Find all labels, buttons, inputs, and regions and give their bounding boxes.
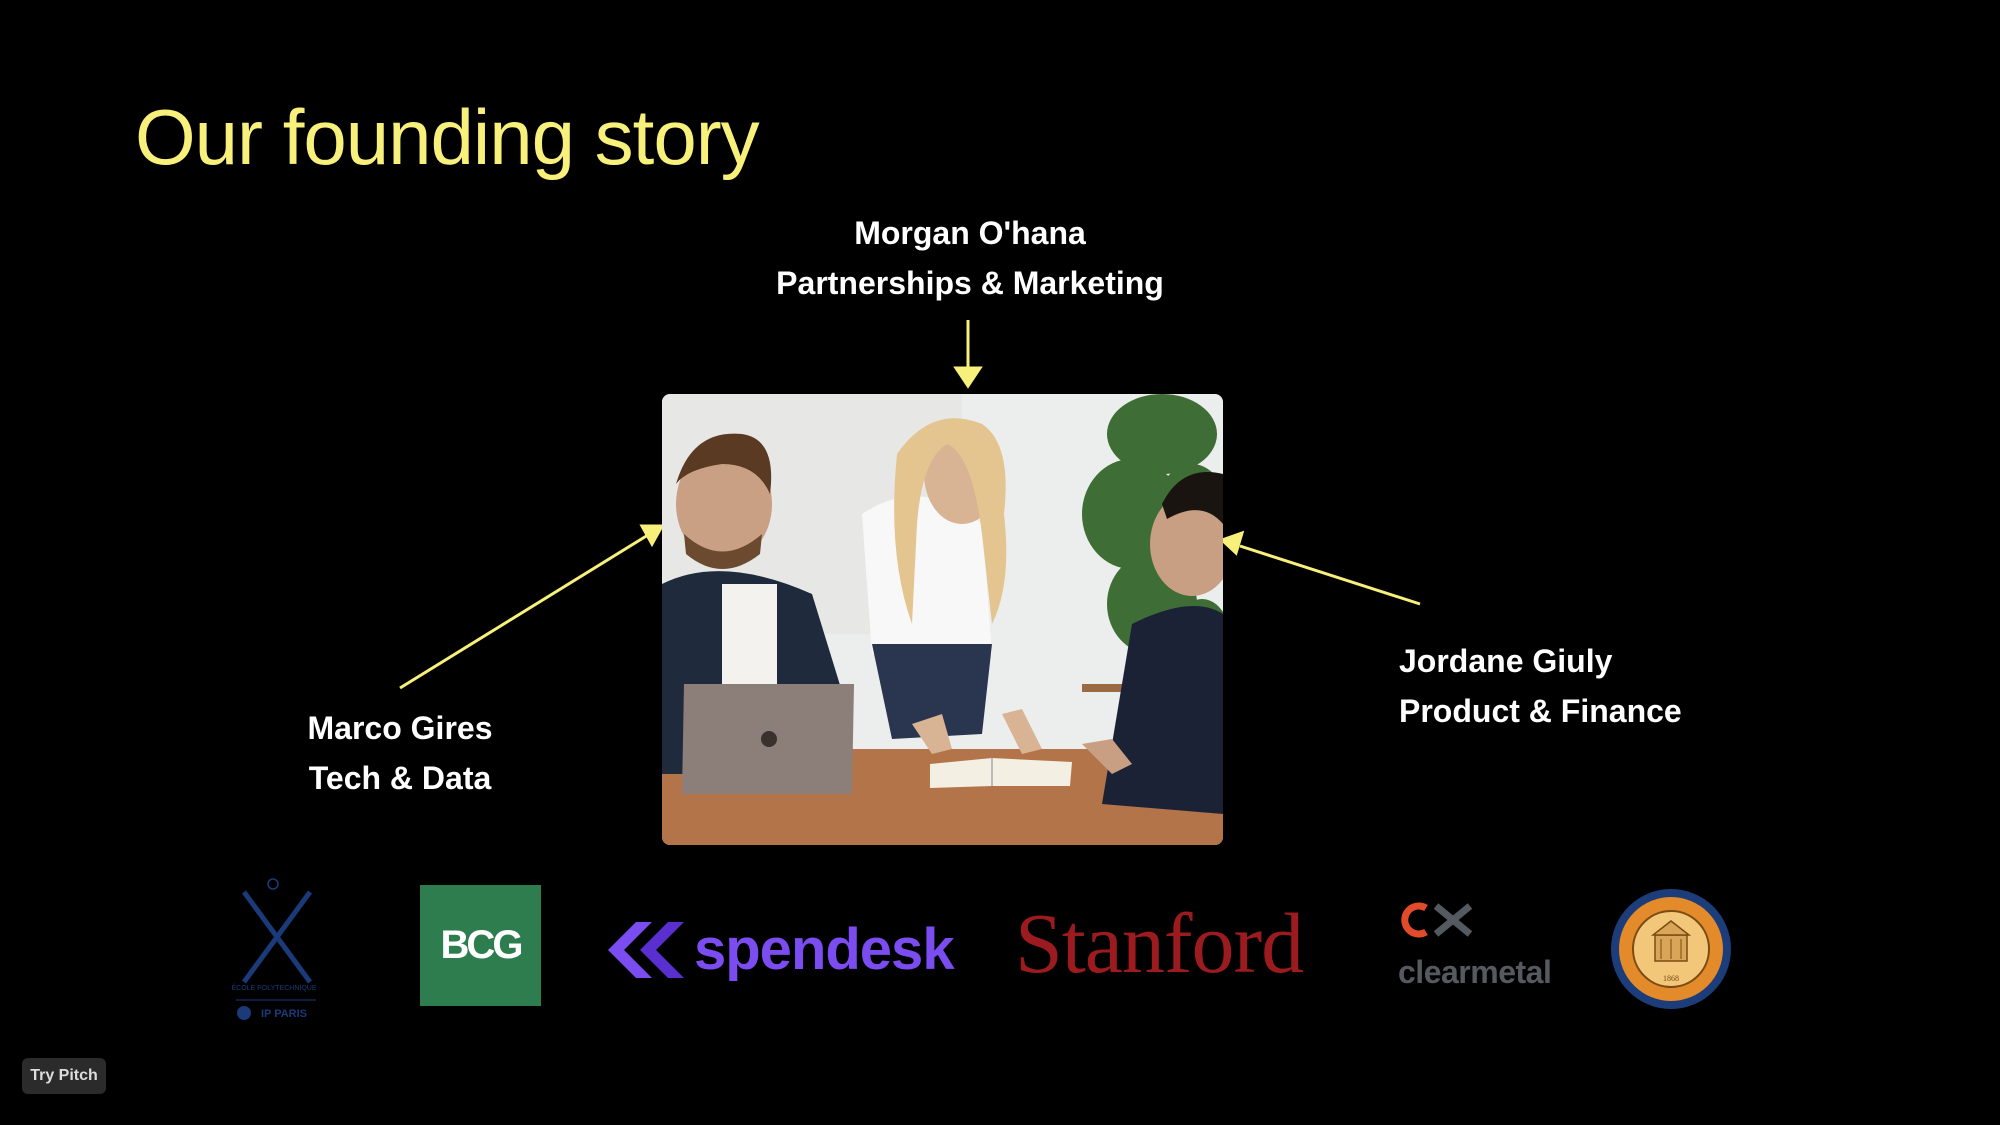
marco-name: Marco Gires bbox=[307, 710, 493, 746]
ecole-polytechnique-logo: ÉCOLE POLYTECHNIQUE IP PARIS bbox=[230, 878, 322, 1024]
person-right bbox=[1082, 472, 1223, 814]
jordane-name: Jordane Giuly bbox=[1399, 643, 1613, 679]
x-school-text: ÉCOLE POLYTECHNIQUE bbox=[231, 983, 316, 992]
label-marco: Marco Gires Tech & Data bbox=[290, 703, 510, 803]
morgan-name: Morgan O'hana bbox=[854, 215, 1086, 251]
svg-text:1868: 1868 bbox=[1663, 974, 1679, 983]
clearmetal-logo: clearmetal bbox=[1398, 900, 1578, 990]
morgan-role: Partnerships & Marketing bbox=[776, 265, 1164, 301]
clearmetal-wordmark: clearmetal bbox=[1398, 954, 1552, 990]
stanford-logo: Stanford bbox=[1015, 895, 1304, 991]
spendesk-logo: spendesk bbox=[608, 916, 955, 983]
arrow-marco bbox=[399, 533, 649, 690]
laptop bbox=[682, 684, 854, 794]
spendesk-wordmark: spendesk bbox=[694, 917, 955, 982]
person-center bbox=[862, 418, 1042, 754]
label-jordane: Jordane Giuly Product & Finance bbox=[1399, 636, 1682, 736]
arrow-jordane bbox=[1239, 544, 1421, 606]
bcg-logo: BCG bbox=[420, 885, 541, 1006]
marco-role: Tech & Data bbox=[308, 760, 492, 796]
uc-berkeley-seal: 1868 bbox=[1609, 887, 1733, 1011]
try-pitch-button[interactable]: Try Pitch bbox=[22, 1058, 106, 1094]
founders-photo bbox=[662, 394, 1223, 845]
x-ip-text: IP PARIS bbox=[261, 1008, 307, 1020]
notebook bbox=[930, 758, 1072, 788]
slide-title: Our founding story bbox=[135, 93, 760, 181]
clearmetal-mark-icon bbox=[1401, 902, 1473, 938]
spendesk-mark-icon bbox=[608, 921, 684, 978]
jordane-role: Product & Finance bbox=[1399, 693, 1682, 729]
label-morgan: Morgan O'hana Partnerships & Marketing bbox=[770, 208, 1170, 308]
